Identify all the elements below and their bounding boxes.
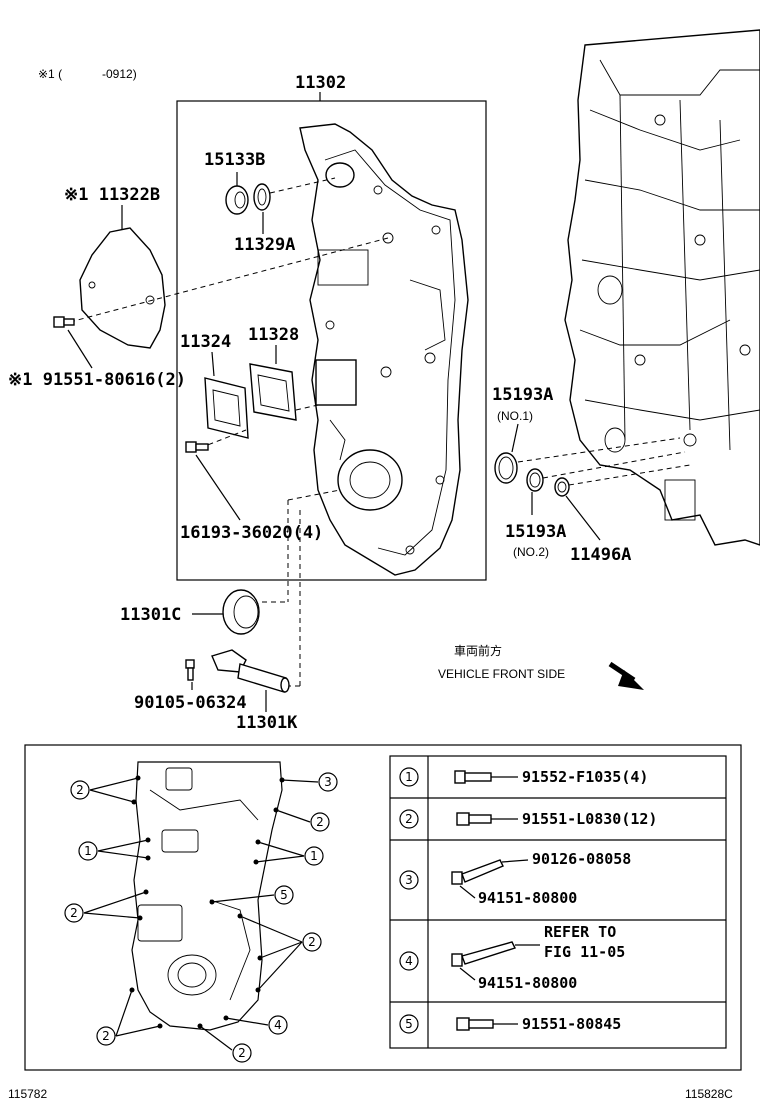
oring-11496A — [554, 477, 570, 497]
label-11329A: 11329A — [234, 235, 295, 255]
bolt-icon — [456, 812, 492, 826]
legend-row-5: 5 91551-80845 — [399, 1014, 621, 1034]
callout-lines — [83, 777, 319, 1051]
svg-text:2: 2 — [316, 815, 324, 829]
gasket-11329A — [253, 183, 271, 211]
label-11328: 11328 — [248, 325, 299, 345]
callout-1-b: 1 — [304, 846, 324, 866]
vehicle-front-jp: 車両前方 — [454, 643, 502, 658]
label-11324: 11324 — [180, 332, 231, 352]
legend-row-3-part-a: 90126-08058 — [532, 850, 631, 868]
label-15193A-no2: 15193A — [505, 522, 566, 542]
legend-row-1-part: 91552-F1035(4) — [522, 768, 648, 786]
callout-2-f: 2 — [310, 812, 330, 832]
sensor-11301K — [211, 649, 290, 693]
callout-3-a: 3 — [318, 772, 338, 792]
svg-text:1: 1 — [84, 844, 92, 858]
legend-row-3-part-b: 94151-80800 — [478, 889, 577, 907]
callout-4-a: 4 — [268, 1015, 288, 1035]
cover-11322B — [79, 227, 166, 349]
cover-group-frame — [176, 100, 487, 581]
legend-row-4-refer: REFER TO — [544, 923, 616, 941]
stud-bolt-icon — [451, 859, 504, 885]
legend-row-4-fig: FIG 11-05 — [544, 943, 625, 961]
note-mark1: ※1 ( — [38, 67, 62, 81]
flange-bolt-icon — [454, 770, 492, 784]
label-15193A-no1-sub: (NO.1) — [497, 409, 533, 423]
plate-11324 — [204, 377, 249, 439]
bolt-90105-06324 — [185, 659, 195, 681]
legend-row-2-part: 91551-L0830(12) — [522, 810, 657, 828]
svg-text:2: 2 — [70, 906, 78, 920]
legend-row-3: 3 90126-08058 94151-80800 — [399, 850, 631, 907]
svg-text:3: 3 — [405, 873, 413, 887]
gasket-11328 — [249, 363, 297, 421]
oil-seal-11301C — [222, 589, 260, 635]
callout-2-b: 2 — [64, 903, 84, 923]
label-15133B: 15133B — [204, 150, 265, 170]
label-11496A: 11496A — [570, 545, 631, 565]
svg-text:2: 2 — [102, 1029, 110, 1043]
legend-row-4-part-b: 94151-80800 — [478, 974, 577, 992]
callout-2-e: 2 — [302, 932, 322, 952]
label-90105-06324: 90105-06324 — [134, 693, 247, 713]
bolt-layout-frame — [24, 744, 742, 1071]
label-15193A-no1: 15193A — [492, 385, 553, 405]
legend-table — [389, 755, 727, 1049]
front-arrow-icon — [608, 661, 644, 690]
svg-text:2: 2 — [238, 1046, 246, 1060]
callout-5-a: 5 — [274, 885, 294, 905]
svg-text:5: 5 — [405, 1017, 413, 1031]
svg-text:3: 3 — [324, 775, 332, 789]
legend-row-1: 1 91552-F1035(4) — [399, 767, 648, 787]
bolt-16193-36020 — [185, 441, 209, 453]
svg-text:1: 1 — [405, 770, 413, 784]
stud-bolt-icon — [451, 941, 516, 967]
svg-text:2: 2 — [308, 935, 316, 949]
legend-row-4: 4 REFER TO FIG 11-05 94151-80800 — [399, 923, 625, 992]
oring-15193A-no1 — [494, 452, 518, 484]
legend-row-2: 2 91551-L0830(12) — [399, 809, 657, 829]
label-91551-80616: ※1 91551-80616(2) — [8, 370, 186, 390]
svg-text:2: 2 — [405, 812, 413, 826]
label-11301C: 11301C — [120, 605, 181, 625]
callout-2-d: 2 — [232, 1043, 252, 1063]
label-16193-36020: 16193-36020(4) — [180, 523, 323, 543]
label-11301K: 11301K — [236, 713, 298, 733]
seal-15133B — [225, 185, 249, 215]
label-15193A-no2-sub: (NO.2) — [513, 545, 549, 559]
bolt-icon — [456, 1017, 494, 1031]
note-mark1-range: -0912) — [102, 67, 137, 81]
engine-block — [564, 29, 760, 546]
footer-right-code: 115828C — [685, 1087, 733, 1101]
svg-text:5: 5 — [280, 888, 288, 902]
svg-text:1: 1 — [310, 849, 318, 863]
legend-row-5-part: 91551-80845 — [522, 1015, 621, 1033]
label-11302: 11302 — [295, 73, 346, 93]
callout-2-c: 2 — [96, 1026, 116, 1046]
footer-left-code: 115782 — [8, 1087, 47, 1101]
svg-text:4: 4 — [274, 1018, 282, 1032]
svg-text:4: 4 — [405, 954, 413, 968]
timing-chain-cover — [299, 123, 469, 576]
vehicle-front-en: VEHICLE FRONT SIDE — [438, 667, 565, 681]
callout-2-a: 2 — [70, 780, 90, 800]
svg-text:2: 2 — [76, 783, 84, 797]
oring-15193A-no2 — [526, 468, 544, 492]
callout-1-a: 1 — [78, 841, 98, 861]
bolt-91551-80616 — [53, 316, 75, 328]
label-11322B: ※1 11322B — [64, 185, 160, 205]
